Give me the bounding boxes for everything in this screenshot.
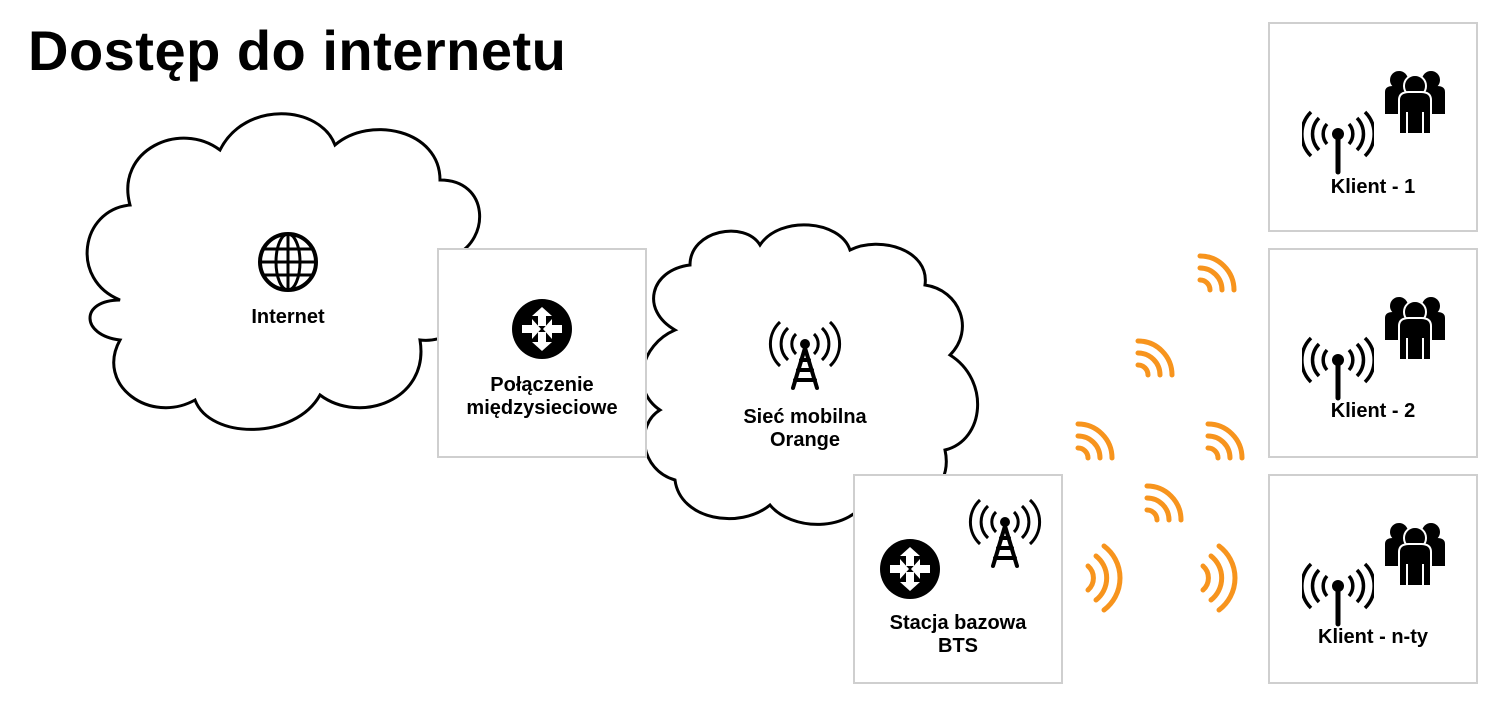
antenna-icon <box>1302 336 1374 408</box>
globe-icon <box>258 232 318 292</box>
client-box-2: Klient - 2 <box>1268 248 1478 458</box>
radio-wave-icon <box>1200 256 1234 290</box>
client-label-n: Klient - n-ty <box>1318 626 1428 648</box>
interconnect-label-line1: Połączenie <box>490 374 594 396</box>
bts-label-line2: BTS <box>938 635 978 657</box>
bts-box: Stacja bazowa BTS <box>853 474 1063 684</box>
internet-label: Internet <box>251 306 325 328</box>
antenna-icon <box>1302 562 1374 634</box>
radio-wave-icon <box>1203 546 1235 610</box>
users-group-icon <box>1384 296 1446 361</box>
page-title: Dostęp do internetu <box>28 19 567 82</box>
interconnect-label-line2: międzysieciowe <box>466 397 618 419</box>
router-icon <box>512 299 572 359</box>
client-box-1: Klient - 1 <box>1268 22 1478 232</box>
bts-label-line1: Stacja bazowa <box>889 612 1027 634</box>
radio-wave-icon <box>1208 424 1242 458</box>
radio-wave-icon <box>1147 486 1181 520</box>
radio-wave-icon <box>1078 424 1112 458</box>
antenna-tower-icon <box>968 498 1042 568</box>
interconnect-box: Połączenie międzysieciowe <box>437 248 647 458</box>
users-group-icon <box>1384 70 1446 135</box>
client-box-n: Klient - n-ty <box>1268 474 1478 684</box>
client-label-2: Klient - 2 <box>1330 400 1416 422</box>
radio-wave-icon <box>1138 341 1172 375</box>
client-label-1: Klient - 1 <box>1330 176 1416 198</box>
mobile-network-label-line2: Orange <box>769 429 841 451</box>
users-group-icon <box>1384 522 1446 587</box>
mobile-network-label-line1: Sieć mobilna <box>743 406 867 428</box>
antenna-icon <box>1302 110 1374 182</box>
router-icon <box>880 539 940 599</box>
internet-cloud <box>85 112 482 431</box>
antenna-tower-icon <box>768 320 842 390</box>
radio-wave-icon <box>1088 546 1120 610</box>
mobile-network-cloud <box>640 223 980 526</box>
